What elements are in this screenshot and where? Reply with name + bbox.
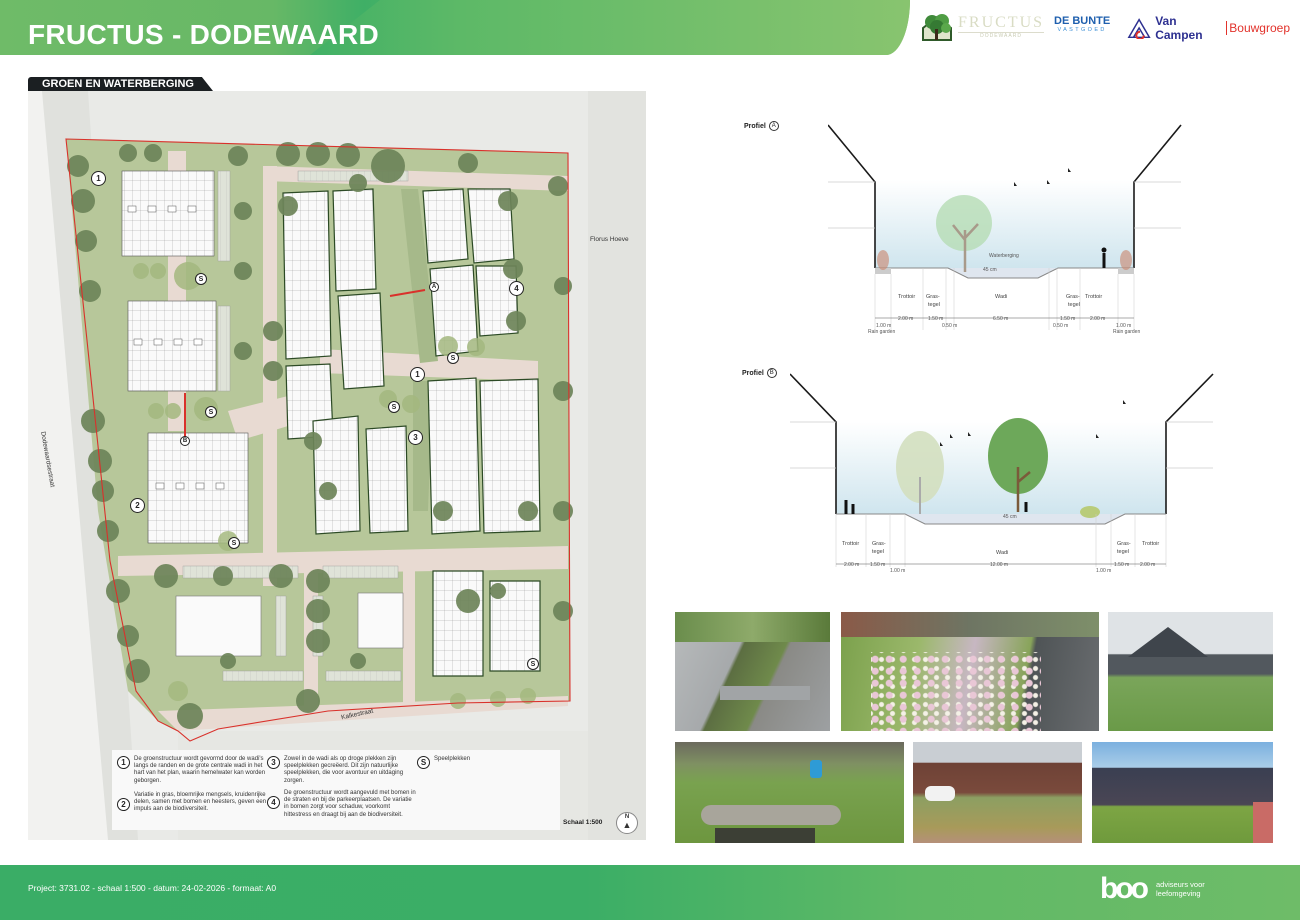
legend-item-playground: S Speelplekken [417, 756, 537, 769]
map-marker-3: 3 [408, 430, 423, 445]
project-info: Project: 3731.02 - schaal 1:500 - datum:… [28, 883, 277, 893]
svg-text:Wadi: Wadi [995, 294, 1007, 300]
logo-boo: boo adviseurs voor leefomgeving [1100, 872, 1205, 905]
svg-text:Rain garden: Rain garden [868, 329, 895, 335]
map-marker-2: 2 [130, 498, 145, 513]
section-marker-b: B [180, 436, 190, 446]
svg-text:Gras-: Gras- [1066, 294, 1080, 300]
photo-flower-verge-road [841, 612, 1099, 731]
svg-text:1.50 m: 1.50 m [870, 562, 885, 568]
svg-text:Trottoir: Trottoir [898, 294, 915, 300]
svg-text:Gras-: Gras- [1117, 541, 1131, 547]
legend-item-1: 1 De groenstructuur wordt gevormd door d… [117, 756, 267, 785]
svg-text:1.00 m: 1.00 m [1116, 323, 1131, 329]
photo-grass-wadi-street [913, 742, 1082, 843]
playground-marker: S [388, 401, 400, 413]
svg-text:tegel: tegel [1068, 302, 1080, 308]
legend-item-3: 3 Zowel in de wadi als op droge plekken … [267, 756, 417, 785]
map-marker-4: 4 [509, 281, 524, 296]
logo-van-campen: Van Campen Bouwgroep [1127, 14, 1290, 42]
svg-text:2.00 m: 2.00 m [1090, 316, 1105, 322]
page-title: FRUCTUS - DODEWAARD [28, 19, 380, 50]
playground-marker: S [205, 406, 217, 418]
photo-tree-row-lawn [1092, 742, 1273, 843]
svg-text:Gras-: Gras- [926, 294, 940, 300]
site-plan-drawing [28, 91, 646, 840]
svg-text:1.00 m: 1.00 m [876, 323, 891, 329]
svg-text:1.50 m: 1.50 m [928, 316, 943, 322]
map-scale: Schaal 1:500 [563, 819, 603, 826]
playground-marker: S [527, 658, 539, 670]
playground-marker: S [447, 352, 459, 364]
svg-text:Trottoir: Trottoir [842, 541, 859, 547]
playground-marker: S [228, 537, 240, 549]
photo-green-field-houses [1108, 612, 1273, 731]
tree-house-icon [922, 14, 952, 41]
profile-b-label: Profiel B [742, 368, 777, 378]
svg-text:tegel: tegel [872, 549, 884, 555]
header-banner [0, 0, 910, 55]
logo-de-bunte: DE BUNTE VASTGOED [1054, 15, 1111, 34]
partner-logos: FRUCTUS DODEWAARD DE BUNTE VASTGOED Van … [920, 10, 1290, 48]
logo-fructus: FRUCTUS DODEWAARD [920, 12, 1045, 42]
svg-text:Wadi: Wadi [996, 550, 1008, 556]
svg-text:6.50 m: 6.50 m [993, 316, 1008, 322]
svg-text:2.00 m: 2.00 m [898, 316, 913, 322]
profile-b-diagram: 45 cm Trottoir Gras- tegel Wadi Gras- te… [790, 373, 1214, 572]
legend-item-4: 4 De groenstructuur wordt aangevuld met … [267, 790, 417, 819]
section-title: GROEN EN WATERBERGING [28, 77, 213, 91]
north-arrow-icon: N ▲ [616, 812, 638, 834]
map-marker-1: 1 [410, 367, 425, 382]
svg-text:Trottoir: Trottoir [1142, 541, 1159, 547]
photo-rain-garden-sidewalk [675, 612, 830, 731]
svg-text:2.00 m: 2.00 m [844, 562, 859, 568]
footer-bar: Project: 3731.02 - schaal 1:500 - datum:… [0, 865, 1300, 920]
svg-text:1.00 m: 1.00 m [890, 568, 905, 572]
svg-text:2.00 m: 2.00 m [1140, 562, 1155, 568]
triangle-logo-icon [1127, 18, 1151, 39]
svg-text:1.50 m: 1.50 m [1060, 316, 1075, 322]
svg-text:Rain garden: Rain garden [1113, 329, 1140, 335]
playground-marker: S [195, 273, 207, 285]
legend-item-2: 2 Variatie in gras, bloemrijke mengsels,… [117, 792, 267, 814]
map-legend: 1 De groenstructuur wordt gevormd door d… [112, 750, 560, 830]
profile-a-label: Profiel A [744, 121, 779, 131]
header-accent [310, 0, 910, 55]
svg-text:0.50 m: 0.50 m [942, 323, 957, 329]
depth-label: 45 cm [1003, 514, 1017, 520]
map-marker-1: 1 [91, 171, 106, 186]
svg-text:1.50 m: 1.50 m [1114, 562, 1129, 568]
svg-text:12.00 m: 12.00 m [990, 562, 1008, 568]
water-storage-label: Waterberging [989, 253, 1019, 259]
svg-text:0.50 m: 0.50 m [1053, 323, 1068, 329]
profile-a-diagram: Waterberging 45 cm Trottoir Gras- tegel … [828, 124, 1182, 335]
depth-label: 45 cm [983, 267, 997, 273]
svg-text:Trottoir: Trottoir [1085, 294, 1102, 300]
svg-text:tegel: tegel [1117, 549, 1129, 555]
site-plan-map: Dodewaardsestraat Kalkestraat Florus Hoe… [28, 91, 646, 840]
place-label-florus-hoeve: Florus Hoeve [590, 236, 629, 243]
svg-text:1.00 m: 1.00 m [1096, 568, 1111, 572]
photo-child-on-log-wadi [675, 742, 904, 843]
svg-text:tegel: tegel [928, 302, 940, 308]
svg-text:Gras-: Gras- [872, 541, 886, 547]
section-marker-a: A [429, 282, 439, 292]
